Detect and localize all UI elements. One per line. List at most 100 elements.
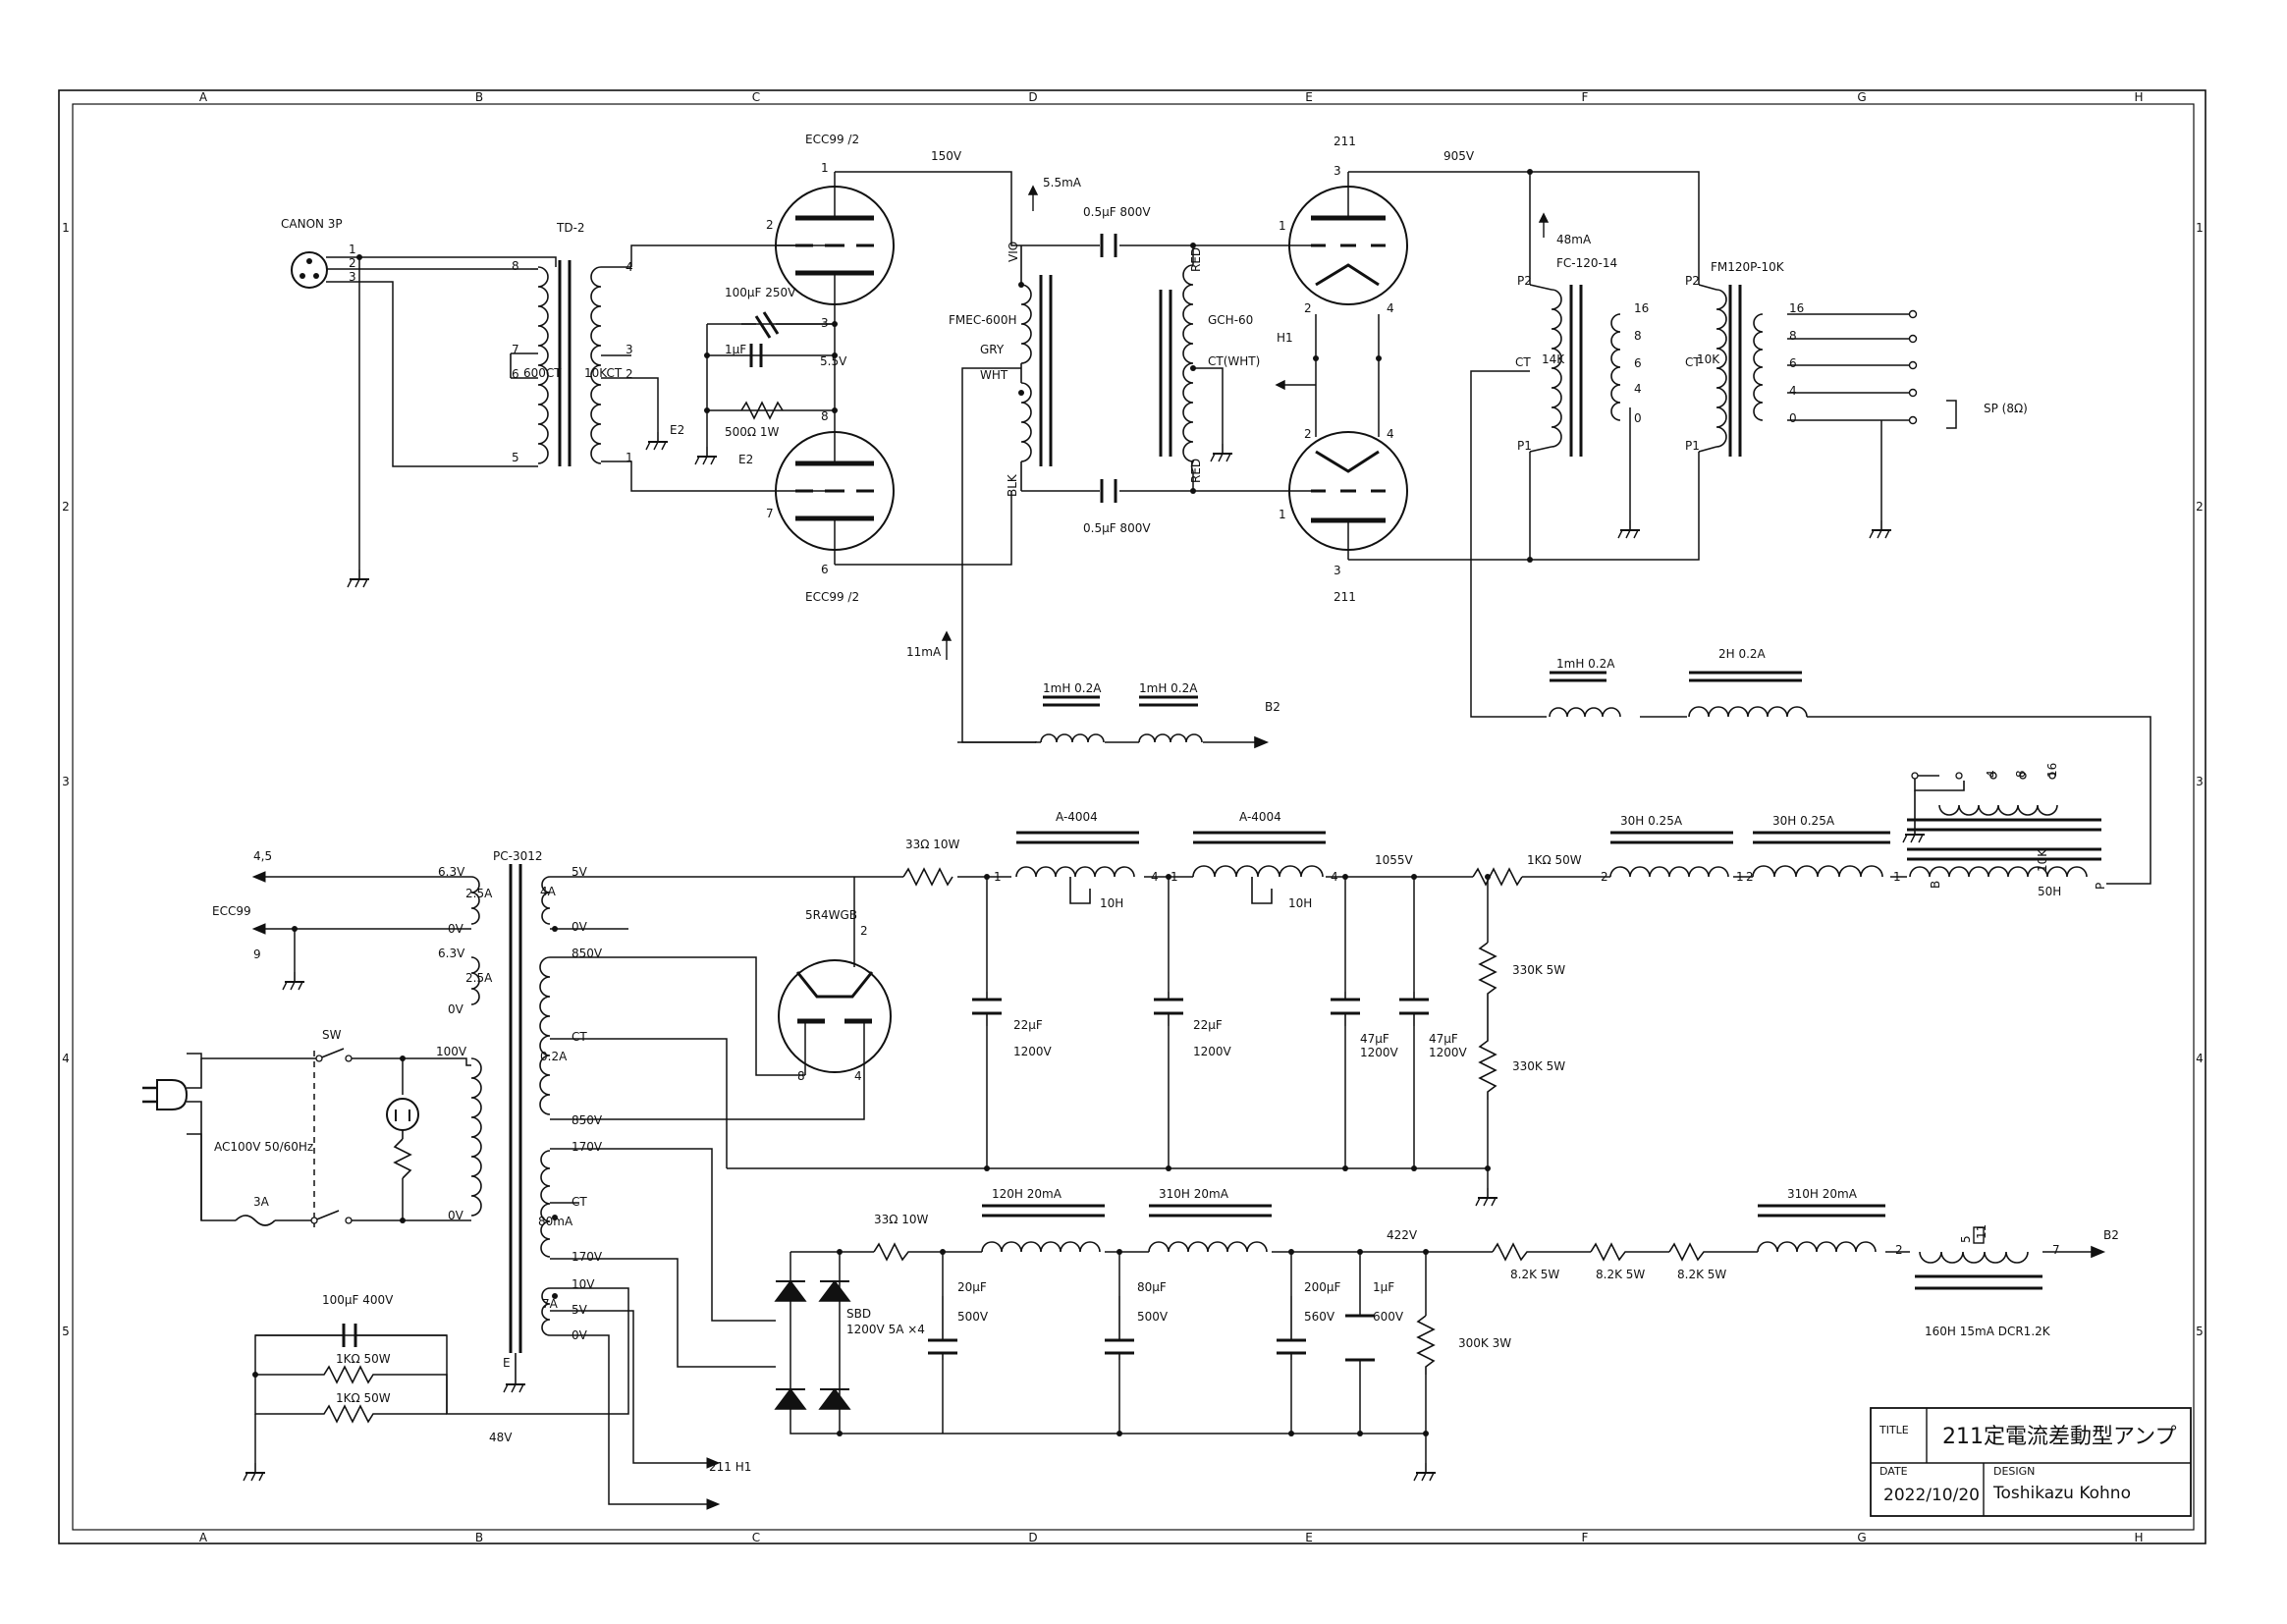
voltage-label: 150V: [931, 149, 962, 163]
tap-label: 850V: [572, 1113, 603, 1127]
tap-label: 4: [626, 260, 633, 274]
resistor-label: 1KΩ 50W: [336, 1352, 391, 1366]
voltage-label: 905V: [1443, 149, 1475, 163]
grid-col-top: G: [1857, 90, 1866, 104]
lv-components: [774, 1204, 2106, 1410]
pin-label: 1: [1736, 870, 1744, 884]
voltage-label: 1055V: [1375, 853, 1414, 867]
hv-components: [902, 775, 2101, 1100]
pin-label: 1: [1279, 219, 1286, 233]
tap-label: 4A: [540, 885, 557, 898]
tap-label: 8: [1634, 329, 1642, 343]
tap-label: P: [2094, 883, 2107, 890]
grid-row-right: 1: [2196, 221, 2204, 235]
tube-label: ECC99 /2: [805, 133, 859, 146]
tap-label: 8: [1789, 329, 1797, 343]
title-label: TITLE: [1879, 1424, 1909, 1436]
grid-row-left: 1: [62, 221, 70, 235]
tap-label: 16: [2045, 763, 2059, 778]
pin-label: 8: [797, 1069, 805, 1083]
choke-label: A-4004: [1239, 810, 1281, 824]
fuse-label: 3A: [253, 1195, 270, 1209]
ct-label: CT(WHT): [1208, 354, 1260, 368]
tap-label: CT: [1515, 355, 1531, 369]
filament-supply: [255, 1324, 403, 1424]
grid-col-bottom: H: [2134, 1531, 2143, 1544]
transformer-label: FM120P-10K: [1711, 260, 1785, 274]
tap-label: 170V: [572, 1140, 603, 1154]
pin-label: 4: [1151, 870, 1159, 884]
tap-label: 6: [1634, 356, 1642, 370]
choke-label: 2H 0.2A: [1718, 647, 1767, 661]
pin-label: 11: [1975, 1224, 1988, 1239]
transformer-label: FMEC-600H: [949, 313, 1016, 327]
resistor-label: 8.2K 5W: [1510, 1268, 1559, 1281]
lv-labels: 33Ω 10W 120H 20mA 310H 20mA 422V 20µF 50…: [846, 1187, 2119, 1482]
output-labels: 211 211 3 1 2 4 2 4 1 3 905V H1 48mA: [1277, 135, 1592, 604]
grid-row-right: 4: [2196, 1052, 2204, 1065]
grid-col-bottom: G: [1857, 1531, 1866, 1544]
pin-label: 7: [766, 507, 774, 520]
output-transformer-2: [1698, 284, 1764, 457]
output-transformer-1: [1529, 284, 1621, 457]
choke-label: 1mH 0.2A: [1043, 681, 1102, 695]
grid-row-left: 3: [62, 775, 70, 788]
tap-label: 0V: [572, 920, 588, 934]
choke-label: GCH-60: [1208, 313, 1253, 327]
drawing-date: 2022/10/20: [1883, 1486, 1980, 1505]
transformer-label: FC-120-14: [1556, 256, 1617, 270]
choke-label: 310H 20mA: [1159, 1187, 1229, 1201]
pin-label: 2: [1746, 870, 1754, 884]
tap-label: 2: [626, 367, 633, 381]
b2-chokes: [1040, 695, 1270, 749]
date-label: DATE: [1879, 1465, 1908, 1478]
grid-col-top: B: [475, 90, 483, 104]
bplus-chokes-labels: 1mH 0.2A 2H 0.2A: [1556, 647, 1767, 671]
title-block-text: TITLE 211定電流差動型アンプ DATE 2022/10/20 DESIG…: [1879, 1424, 2176, 1505]
choke-label: 30H 0.25A: [1772, 814, 1835, 828]
grid-labels: A B C D E F G H A B C D E F G H 1 2 3 4 …: [62, 90, 2204, 1544]
sheet-border: [58, 89, 2206, 1544]
cap-label: 1µF: [725, 343, 746, 356]
impedance-label: 10K: [1697, 352, 1720, 366]
interstage-caps: [1100, 234, 1117, 503]
pin-label: 2: [1895, 1243, 1903, 1257]
driver-labels: ECC99 /2 ECC99 /2 1 2 3 8 7 6 150V 5.5mA…: [694, 133, 1082, 659]
dest-label: 9: [253, 947, 261, 961]
resistor-label: 330K 5W: [1512, 963, 1565, 977]
grid-col-bottom: D: [1028, 1531, 1037, 1544]
voltage-label: 422V: [1387, 1228, 1418, 1242]
designer-name: Toshikazu Kohno: [1992, 1484, 2131, 1503]
dest-label: 211 H1: [709, 1460, 751, 1474]
grid-col-bottom: B: [475, 1531, 483, 1544]
gch-choke: [1159, 264, 1195, 472]
tap-label: 8: [2014, 770, 2028, 778]
resistor-label: 300K 3W: [1458, 1336, 1511, 1350]
tap-label: 4: [1789, 384, 1797, 398]
wiring: [187, 171, 2151, 1505]
tube-label: 5R4WGB: [805, 908, 857, 922]
b2-labels: 1mH 0.2A 1mH 0.2A B2: [1043, 681, 1280, 714]
transformer-label: PC-3012: [493, 849, 542, 863]
filament-labels: 100µF 400V 1KΩ 50W 1KΩ 50W 48V 211 H1: [243, 1293, 751, 1482]
resistor-label: 500Ω 1W: [725, 425, 780, 439]
tap-label: 5V: [572, 1303, 588, 1317]
pin-label: 5: [1959, 1235, 1973, 1243]
wire-label: VIO: [1007, 242, 1020, 262]
pin-label: 4: [1387, 301, 1394, 315]
resistor-label: 8.2K 5W: [1596, 1268, 1645, 1281]
cap-label: 600V: [1373, 1310, 1404, 1324]
grid-row-left: 5: [62, 1325, 70, 1338]
tap-label: P2: [1685, 274, 1700, 288]
cap-label: 22µF: [1193, 1018, 1223, 1032]
grid-row-right: 2: [2196, 500, 2204, 514]
transformer-label: TD-2: [556, 221, 585, 235]
tap-label: CT: [572, 1195, 587, 1209]
choke-label: 30H 0.25A: [1620, 814, 1683, 828]
cap-label: 200µF: [1304, 1280, 1341, 1294]
tap-label: 0V: [448, 1209, 464, 1222]
voltage-label: 5.5V: [820, 354, 847, 368]
secondary-label: 10KCT: [584, 366, 623, 380]
resistor-label: 33Ω 10W: [874, 1213, 929, 1226]
tap-label: 0V: [448, 922, 464, 936]
